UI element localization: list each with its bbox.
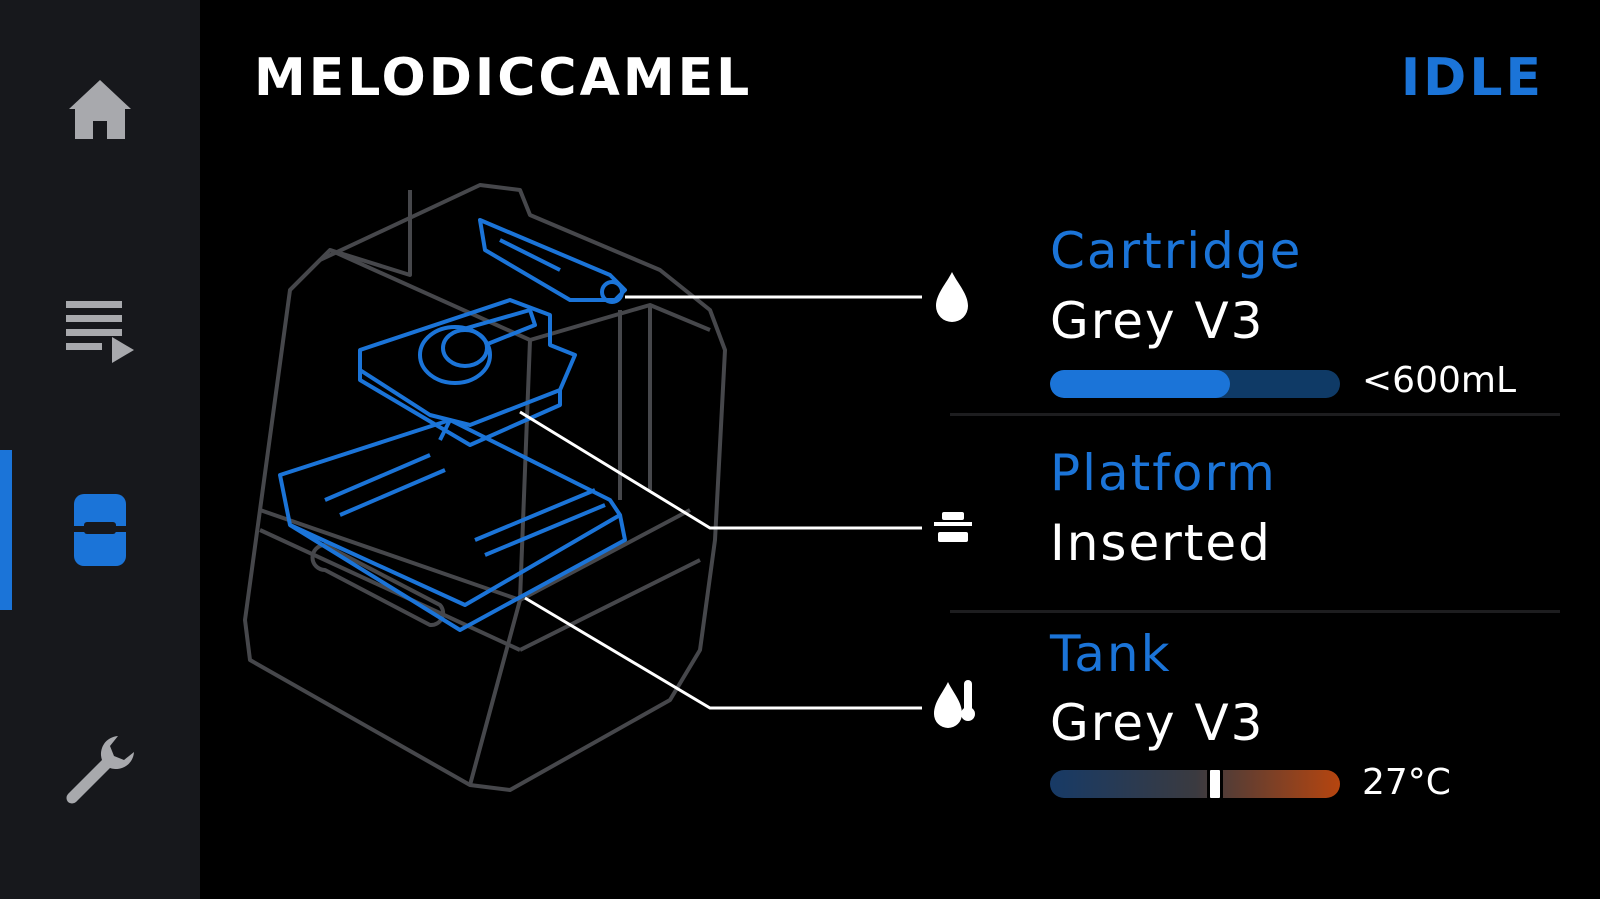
wrench-icon — [66, 736, 134, 804]
queue-icon — [66, 301, 134, 363]
platform-value: Inserted — [1050, 514, 1272, 572]
nav-printer[interactable] — [0, 450, 200, 610]
leader-lines — [519, 295, 922, 710]
drop-icon — [936, 272, 968, 322]
cartridge-level-bar — [1050, 370, 1340, 398]
tank-temperature-marker — [1207, 770, 1224, 798]
cartridge-value: Grey V3 — [1050, 292, 1265, 350]
platform-icon — [930, 512, 976, 542]
printer-icon — [74, 494, 126, 566]
divider — [950, 413, 1560, 416]
nav-settings[interactable] — [0, 690, 200, 850]
cartridge-level-text: <600mL — [1362, 360, 1517, 401]
main-panel: MELODICCAMEL IDLE — [200, 0, 1600, 899]
nav-home[interactable] — [0, 30, 200, 190]
platform-label: Platform — [1050, 444, 1277, 502]
tank-temperature-text: 27°C — [1362, 762, 1451, 803]
divider — [950, 610, 1560, 613]
status-label: IDLE — [1400, 48, 1544, 108]
sidebar — [0, 0, 200, 899]
cartridge-label: Cartridge — [1050, 222, 1303, 280]
tank-temperature-icon — [934, 680, 975, 728]
nav-queue[interactable] — [0, 250, 200, 410]
home-icon — [69, 80, 131, 139]
tank-label: Tank — [1050, 625, 1172, 683]
tank-temperature-bar — [1050, 770, 1340, 798]
printer-name: MELODICCAMEL — [254, 48, 753, 108]
tank-value: Grey V3 — [1050, 694, 1265, 752]
cartridge-level-fill — [1050, 370, 1230, 398]
printer-illustration — [243, 183, 727, 792]
